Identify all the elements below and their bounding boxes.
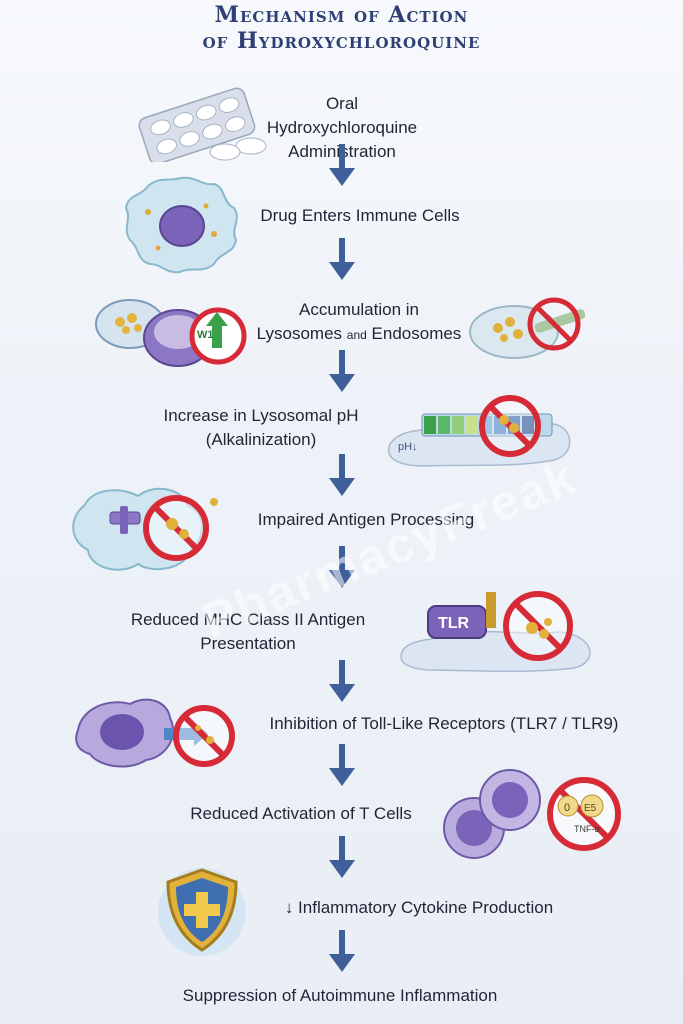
step-lysosome-accumulation: Accumulation in Lysosomes and Endosomes xyxy=(254,298,464,347)
dendritic-cell-tlr-inhibition-illustration xyxy=(75,698,235,768)
endosome-blocked-illustration xyxy=(469,297,586,359)
pill-blister-illustration xyxy=(138,87,267,162)
step-cytokine-production: ↓ Inflammatory Cytokine Production xyxy=(254,896,584,920)
step-3-and: and xyxy=(346,328,367,342)
flow-arrow-9 xyxy=(329,930,355,972)
cytokine-marker-e5: E5 xyxy=(584,803,597,814)
step-4-line-2: (Alkalinization) xyxy=(205,430,317,449)
tlr-label: TLR xyxy=(438,615,470,632)
flow-arrow-7 xyxy=(329,744,355,786)
step-suppression-autoimmune-inflammation: Suppression of Autoimmune Inflammation xyxy=(130,984,550,1008)
tnf-alpha-label: TNF-α xyxy=(574,824,600,834)
flow-arrow-3 xyxy=(329,350,355,392)
step-reduced-t-cell-activation: Reduced Activation of T Cells xyxy=(168,802,434,826)
diagram-title-line-1: Mechanism of Action xyxy=(214,2,469,28)
step-impaired-antigen-processing: Impaired Antigen Processing xyxy=(236,508,496,532)
step-reduced-mhc-presentation: Reduced MHC Class II Antigen Presentatio… xyxy=(110,608,386,656)
step-3-endosomes: Endosomes xyxy=(371,324,462,343)
ph-label: pH↓ xyxy=(398,441,418,453)
flow-arrow-4 xyxy=(329,454,355,496)
step-4-line-1: Increase in Lysosomal pH xyxy=(163,406,359,425)
step-10-line-1: Suppression of Autoimmune Inflammation xyxy=(182,986,498,1005)
step-lysosomal-ph-increase: Increase in Lysosomal pH (Alkalinization… xyxy=(146,404,376,452)
step-2-line-1: Drug Enters Immune Cells xyxy=(260,206,460,225)
flow-arrow-2 xyxy=(329,238,355,280)
step-3-line-2: Lysosomes and Endosomes xyxy=(254,322,464,347)
shield-icon xyxy=(158,868,246,956)
t-cells-cytokine-blocked-illustration: 0 E5 TNF-α xyxy=(443,769,621,859)
step-3-lysosomes: Lysosomes xyxy=(256,324,343,343)
antigen-processing-blocked-illustration xyxy=(72,487,218,571)
lysosome-accumulation-illustration: W1 xyxy=(95,299,247,367)
step-7-line-1: Inhibition of Toll-Like Receptors (TLR7 … xyxy=(269,714,619,733)
flow-arrow-1 xyxy=(329,144,355,186)
flow-arrow-8 xyxy=(329,836,355,878)
flow-arrow-6 xyxy=(329,660,355,702)
marker-w1-label: W1 xyxy=(197,329,214,341)
step-6-line-1: Reduced MHC Class II Antigen xyxy=(130,610,366,629)
step-drug-enters-cells: Drug Enters Immune Cells xyxy=(240,204,480,228)
ph-scale-blocked-illustration: pH↓ xyxy=(387,395,571,467)
immune-cell-illustration xyxy=(124,176,238,274)
step-1-line-1: Oral Hydroxychloroquine xyxy=(266,94,418,137)
step-6-line-2: Presentation xyxy=(200,634,296,653)
step-9-line-1: ↓ Inflammatory Cytokine Production xyxy=(284,898,554,917)
diagram-title-line-2: of Hydroxychloroquine xyxy=(202,28,481,54)
cytokine-marker-0: 0 xyxy=(564,802,570,814)
tlr-blocked-illustration: TLR xyxy=(400,591,591,673)
step-8-line-1: Reduced Activation of T Cells xyxy=(190,804,412,823)
step-5-line-1: Impaired Antigen Processing xyxy=(257,510,475,529)
step-3-line-1: Accumulation in xyxy=(298,300,419,319)
flow-arrow-5 xyxy=(329,546,355,588)
step-tlr-inhibition: Inhibition of Toll-Like Receptors (TLR7 … xyxy=(244,712,644,736)
